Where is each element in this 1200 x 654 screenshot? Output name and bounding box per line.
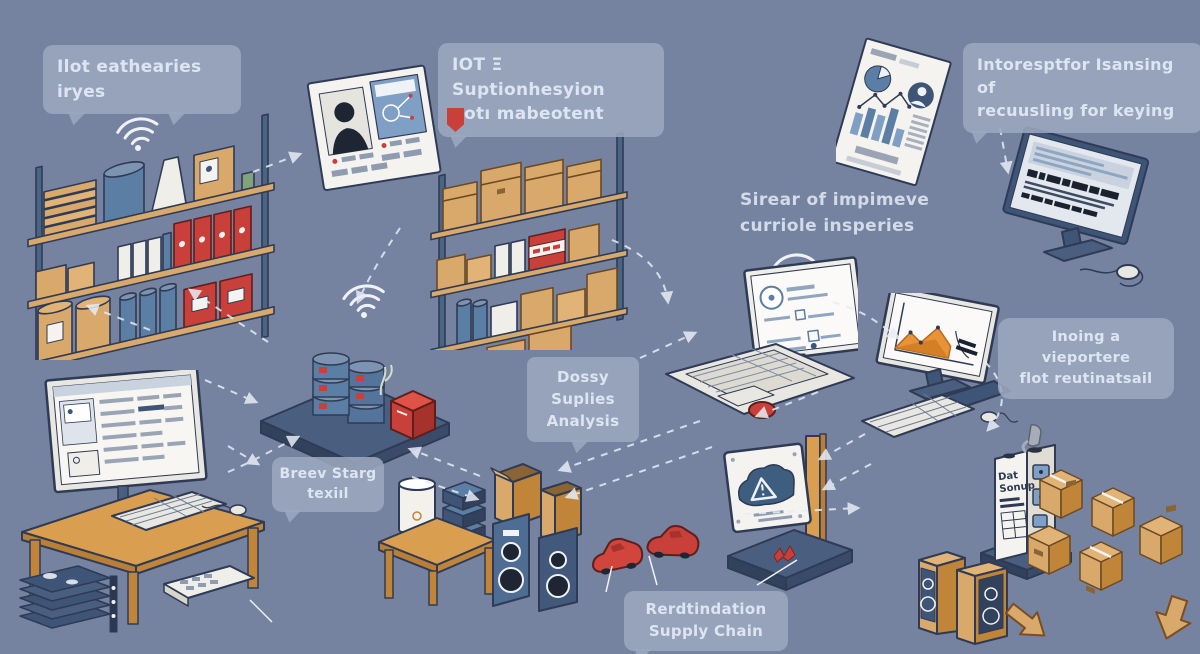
float-line: curriole insperies bbox=[740, 215, 915, 236]
bubble-breev-starg: Breev Starg texiıl bbox=[272, 457, 384, 523]
bubble-line: ootı mabeotent bbox=[452, 104, 604, 125]
float-line: Sirear of impimeve bbox=[740, 190, 930, 210]
toy-cars-illustration bbox=[592, 524, 700, 575]
bubble-line: Intoresptfor Isansing of bbox=[977, 55, 1174, 98]
id-card-panel-illustration bbox=[306, 64, 442, 191]
box-line: Analysis bbox=[546, 411, 620, 430]
box-viewport: Inoing a vieportere flot reutinatsail bbox=[998, 318, 1174, 400]
box-line: flot reutinatsail bbox=[1019, 371, 1153, 388]
news-monitor-illustration bbox=[1002, 126, 1150, 287]
bubble-line: recuusling for keying bbox=[977, 101, 1175, 121]
float-label-inspection: Sirear of impimeve curriole insperies bbox=[740, 188, 929, 239]
bubble-line: Supply Chain bbox=[648, 621, 764, 640]
bubble-line: Ilot eathearies bbox=[57, 57, 202, 77]
bubble-iot-management: IOT Ξ Suptionhesyion ootı mabeotent bbox=[438, 43, 664, 148]
down-arrow-illustration bbox=[1155, 595, 1192, 640]
bubble-line: Rerdtindation bbox=[645, 600, 767, 618]
bubble-interception: Intoresptfor Isansing of recuusling for … bbox=[963, 43, 1200, 144]
warehouse-shelf-illustration bbox=[27, 113, 275, 360]
laptop-dashboard-illustration bbox=[665, 256, 858, 419]
chart-workstation-illustration bbox=[861, 293, 1019, 438]
office-desk-illustration bbox=[19, 370, 273, 633]
wifi-icon bbox=[116, 117, 159, 151]
box-line: Dossy Suplies bbox=[551, 368, 615, 408]
carton-group-illustration bbox=[918, 551, 1046, 645]
parcel-shelf-illustration bbox=[430, 131, 628, 350]
bubble-line: iryes bbox=[57, 81, 106, 102]
tower-label-line2: Sonup bbox=[999, 480, 1035, 495]
road-sign-illustration bbox=[723, 433, 853, 591]
tower-label-line1: Dat bbox=[998, 470, 1019, 483]
parcel-boxes-illustration bbox=[1028, 469, 1183, 595]
bubble-supply-chain: Rerdtindation Supply Chain bbox=[624, 591, 788, 654]
red-tag-marker bbox=[447, 108, 464, 132]
bubble-tail bbox=[634, 648, 652, 654]
bubble-line: IOT Ξ Suptionhesyion bbox=[452, 55, 605, 100]
speakers-illustration bbox=[490, 463, 582, 612]
bubble-line: texiıl bbox=[307, 486, 349, 503]
supply-table-illustration bbox=[378, 477, 496, 606]
bubble-line: Breev Starg bbox=[279, 466, 377, 482]
bubble-iot-warehouse: Ilot eathearies iryes bbox=[43, 45, 241, 126]
analytics-poster-illustration bbox=[836, 37, 952, 187]
box-supplies-analysis: Dossy Suplies Analysis bbox=[527, 357, 639, 454]
box-line: Inoing a vieportere bbox=[1041, 329, 1131, 367]
